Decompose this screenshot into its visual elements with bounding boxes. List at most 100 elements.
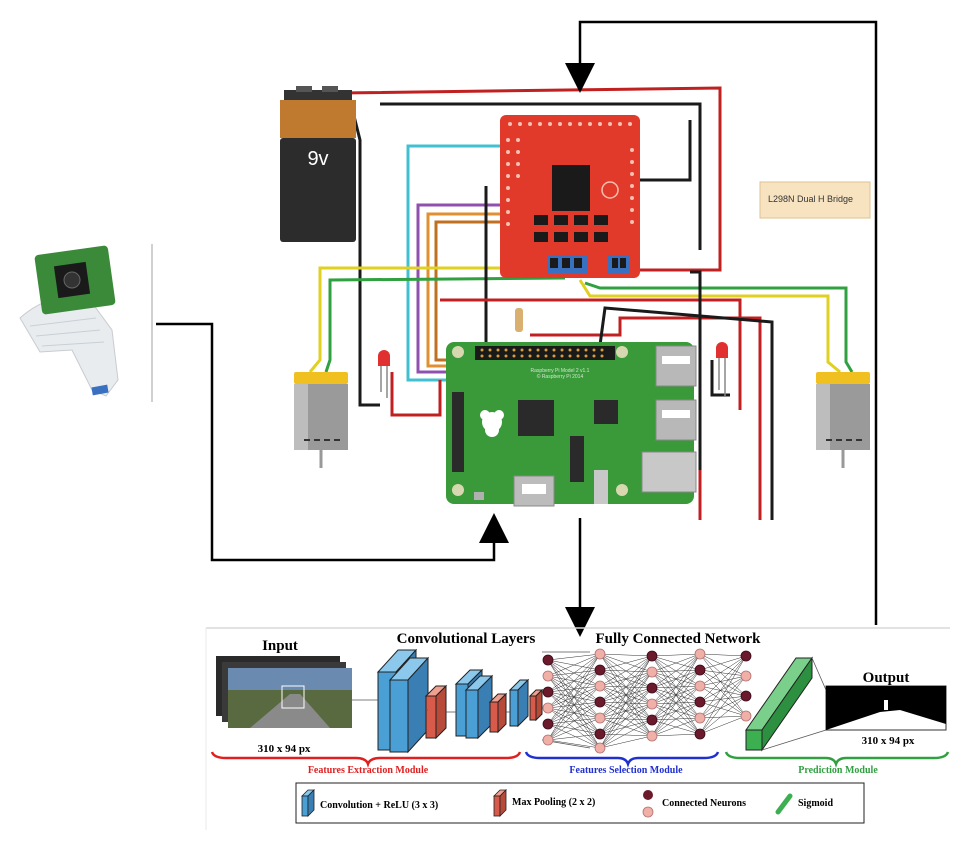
wire-cyan: [406, 144, 508, 382]
pi-silk-2: © Raspberry Pi 2014: [537, 373, 584, 380]
fc-edge: [651, 701, 701, 737]
feedback-arrow: [565, 20, 878, 625]
neuron-dark: [646, 714, 658, 726]
motor-right: [816, 372, 870, 468]
fc-edge: [699, 655, 747, 719]
neuron-dark: [542, 654, 554, 666]
pi-ethernet: [641, 451, 697, 493]
fc-edge: [699, 675, 747, 687]
legend-conv-icon: [301, 789, 315, 817]
fc-edge: [547, 739, 601, 749]
fc-edge: [599, 687, 653, 749]
pi-soc: [518, 400, 554, 436]
camera-to-pi-arrow: [156, 322, 509, 562]
gpio-header: [475, 346, 615, 360]
input-image-stack: [216, 656, 352, 728]
legend-neuron-dark: [643, 790, 653, 800]
neuron-dark: [542, 686, 554, 698]
fc-edge: [699, 669, 747, 697]
raspberry-pi: Raspberry Pi Model 2 v1.1 © Raspberry Pi…: [446, 342, 697, 507]
neuron-light: [594, 742, 606, 754]
legend-neuron-light: [642, 806, 654, 818]
fc-edge: [547, 653, 601, 741]
neuron-dark: [740, 690, 752, 702]
shield-chip: [552, 165, 590, 211]
neuron-light: [740, 670, 752, 682]
neuron-light: [646, 698, 658, 710]
led-left: [378, 350, 390, 398]
neuron-dark: [594, 696, 606, 708]
fc-edge: [547, 675, 601, 749]
fc-edge: [599, 653, 653, 657]
neuron-dark: [694, 728, 706, 740]
fc-edge: [599, 655, 653, 703]
fc-edge: [547, 653, 601, 661]
pi-silk-1: Raspberry Pi Model 2 v1.1: [531, 368, 590, 374]
legend-pool-icon: [493, 789, 507, 817]
wire-green-left: [324, 276, 566, 373]
fc-edge: [547, 659, 601, 749]
fc-edge: [547, 685, 601, 741]
fc-edge: [599, 655, 653, 749]
wire-yellow-left: [308, 266, 560, 373]
neuron-dark: [694, 696, 706, 708]
battery-9v: 9v: [280, 86, 356, 242]
fc-edge: [547, 653, 601, 677]
neuron-dark: [694, 664, 706, 676]
conv-title: Convolutional Layers: [397, 631, 536, 647]
fc-edge: [699, 669, 747, 717]
output-image: [825, 685, 947, 731]
neuron-light: [542, 702, 554, 714]
fc-edge: [699, 653, 747, 677]
fc-edge: [699, 695, 747, 735]
input-title: Input: [262, 638, 298, 654]
camera-lens: [63, 271, 81, 289]
fc-edge: [599, 703, 653, 735]
wire-red-battery: [339, 86, 722, 272]
fc-edge: [547, 717, 601, 741]
fc-edge: [699, 653, 747, 717]
module-selection: Features Selection Module: [569, 765, 683, 776]
legend-sigmoid: Sigmoid: [798, 798, 833, 809]
fc-edge: [599, 733, 653, 737]
neuron-light: [542, 734, 554, 746]
wire-orange-2: [434, 220, 500, 362]
legend-conv: Convolution + ReLU (3 x 3): [320, 800, 438, 811]
fc-edge: [651, 653, 701, 737]
fc-edge: [699, 675, 747, 719]
fc-edge: [547, 691, 601, 749]
fc-edge: [699, 675, 747, 703]
wire-black-battery: [380, 102, 702, 250]
fc-edge: [547, 653, 601, 725]
neuron-dark: [646, 650, 658, 662]
fc-edge: [699, 675, 747, 735]
wires: [308, 86, 854, 520]
fc-edge: [547, 701, 601, 741]
bracket-prediction: [724, 751, 950, 768]
fc-edge: [599, 655, 653, 719]
resistor: [515, 308, 523, 332]
fc-edge: [699, 655, 747, 735]
fc-edge: [599, 719, 653, 735]
camera-module: [19, 245, 119, 397]
legend-pool: Max Pooling (2 x 2): [512, 797, 595, 808]
fc-network: [542, 648, 752, 754]
fc-edge: [547, 653, 601, 693]
fc-edge: [599, 687, 653, 735]
fc-edge: [699, 701, 747, 717]
module-brackets: [210, 751, 950, 768]
neuron-dark: [646, 682, 658, 694]
pool-3: [528, 688, 544, 722]
fc-edge: [599, 735, 653, 749]
fc-edge: [699, 685, 747, 697]
fc-edge: [699, 715, 747, 735]
motor-driver-shield: [500, 115, 640, 278]
wire-black-right-1: [598, 306, 774, 520]
network-panel: Input Convolutional Layers Fully Connect…: [205, 627, 950, 830]
fc-edge: [651, 653, 701, 657]
fc-edge: [651, 653, 701, 689]
fc-edge: [699, 653, 747, 697]
fc-title: Fully Connected Network: [596, 631, 762, 647]
neuron-light: [694, 648, 706, 660]
fc-edge: [651, 653, 701, 721]
